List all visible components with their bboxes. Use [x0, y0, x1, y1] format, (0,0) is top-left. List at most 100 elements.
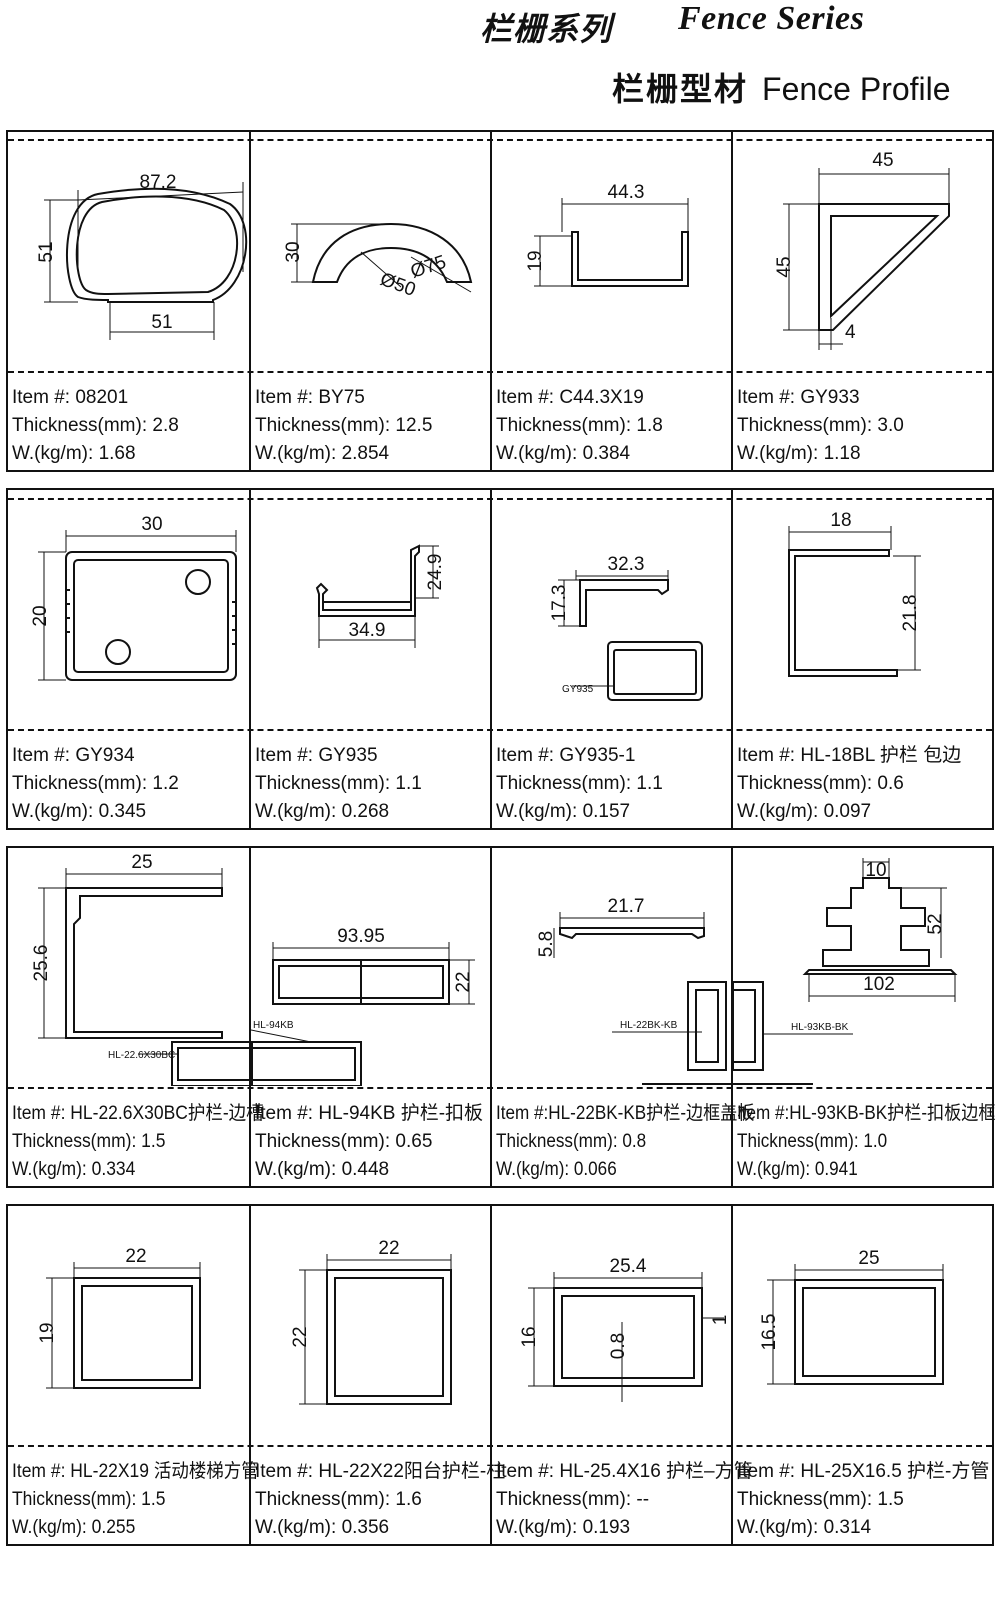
spec-thickness: Thickness(mm): 1.5 [12, 1131, 166, 1152]
thickness-value: 1.5 [141, 1489, 166, 1510]
spec-item: Item #: GY935-1 [496, 745, 636, 766]
dim-label: 5.8 [536, 931, 557, 957]
product-card-gy935: 24.9 34.9 Item #: GY935 Thickness(mm): 1… [249, 490, 496, 828]
spec-block: Item #: BY75 Thickness(mm): 12.5 W.(kg/m… [255, 384, 494, 468]
spec-thickness: Thickness(mm): 3.0 [737, 415, 904, 436]
profile-drawing-gy934: 30 20 [8, 490, 255, 728]
spec-thickness: Thickness(mm): -- [496, 1489, 650, 1510]
spec-weight: W.(kg/m): 0.384 [496, 443, 631, 464]
dim-label: 30 [141, 514, 162, 535]
spec-weight: W.(kg/m): 0.448 [255, 1159, 390, 1180]
dash-line [8, 498, 992, 500]
spec-item: Item #: HL-22.6X30BC护栏-边槽 [12, 1103, 264, 1124]
weight-value: 1.68 [98, 443, 136, 464]
spec-weight: W.(kg/m): 0.314 [737, 1517, 872, 1538]
spec-thickness: Thickness(mm): 2.8 [12, 415, 179, 436]
dim-label: 25.4 [610, 1256, 647, 1277]
product-card-hl-25-4x16: 25.4 16 0.8 1 Item #: HL-25.4X16 护栏–方管 T… [490, 1206, 753, 1544]
thickness-value: 0.6 [877, 773, 904, 794]
spec-block: Item #:HL-22BK-KB护栏-边框盖板 Thickness(mm): … [496, 1100, 755, 1184]
thickness-value: 0.65 [395, 1131, 433, 1152]
dim-label: 24.9 [425, 554, 446, 591]
thickness-value: 1.0 [863, 1131, 888, 1152]
spec-block: Item #:HL-93KB-BK护栏-扣板边框 Thickness(mm): … [737, 1100, 995, 1184]
spec-item: Item #: GY933 [737, 387, 860, 408]
item-number: HL-22BK-KB护栏-边框盖板 [548, 1103, 755, 1124]
spec-block: Item #: GY934 Thickness(mm): 1.2 W.(kg/m… [12, 742, 253, 826]
spec-thickness: Thickness(mm): 1.5 [12, 1489, 166, 1510]
dim-label: 21.7 [608, 896, 645, 917]
dim-label: 18 [830, 510, 851, 531]
dim-label: 17.3 [549, 585, 570, 622]
weight-value: 0.314 [823, 1517, 872, 1538]
product-row-3: 25 25.6 HL-22.6X30BC Item #: HL-22.6X30B… [6, 846, 995, 1188]
thickness-value: 12.5 [395, 415, 433, 436]
spec-thickness: Thickness(mm): 1.6 [255, 1489, 422, 1510]
product-row-2: 30 20 Item #: GY934 Thickness(mm): 1.2 W… [6, 488, 994, 830]
dim-label: 45 [774, 256, 795, 277]
spec-item: Item #: HL-25X16.5 护栏-方管 [737, 1461, 990, 1482]
dash-line [8, 729, 992, 731]
dim-label: 25 [131, 852, 152, 873]
thickness-value: 1.2 [152, 773, 179, 794]
spec-block: Item #: GY933 Thickness(mm): 3.0 W.(kg/m… [737, 384, 976, 468]
product-card-hl-94kb: 93.95 22 HL-94KB Item #: HL-94KB 护栏-扣板 T… [249, 848, 496, 1186]
spec-item: Item #: HL-94KB 护栏-扣板 [255, 1103, 484, 1124]
item-number: HL-22X22阳台护栏-柱 [318, 1461, 506, 1482]
thickness-value: 1.1 [636, 773, 663, 794]
product-card-hl-22x22: 22 22 Item #: HL-22X22阳台护栏-柱 Thickness(m… [249, 1206, 505, 1544]
profile-title-cn: 栏栅型材 [612, 70, 749, 108]
profile-drawing-by75: 30 Ø50 Ø75 [251, 132, 496, 370]
callout-label: HL-94KB [253, 1020, 294, 1031]
spec-weight: W.(kg/m): 0.157 [496, 801, 631, 822]
item-number: HL-22X19 活动楼梯方管 [70, 1461, 259, 1482]
thickness-value: 2.8 [152, 415, 179, 436]
spec-weight: W.(kg/m): 1.68 [12, 443, 136, 464]
item-number: HL-25X16.5 护栏-方管 [800, 1461, 990, 1482]
profile-drawing-hl-22bk-kb: 21.7 5.8 HL-22BK-KB [492, 848, 737, 1086]
spec-weight: W.(kg/m): 0.193 [496, 1517, 631, 1538]
weight-value: 0.384 [582, 443, 631, 464]
dim-label: 22 [453, 971, 474, 992]
dim-label: 10 [865, 860, 886, 881]
thickness-value: -- [636, 1489, 650, 1510]
product-card-c44-3x19: 44.3 19 Item #: C44.3X19 Thickness(mm): … [490, 132, 737, 470]
profile-drawing-hl-22x19: 22 19 [8, 1206, 255, 1444]
spec-thickness: Thickness(mm): 1.2 [12, 773, 179, 794]
item-number: HL-18BL 护栏 包边 [800, 745, 962, 766]
item-number: GY935-1 [559, 745, 636, 766]
dash-line [8, 1087, 992, 1089]
thickness-value: 1.8 [636, 415, 663, 436]
product-card-gy934: 30 20 Item #: GY934 Thickness(mm): 1.2 W… [8, 490, 255, 828]
spec-thickness: Thickness(mm): 1.8 [496, 415, 663, 436]
dim-label: 87.2 [140, 172, 177, 193]
item-number: BY75 [318, 387, 365, 408]
product-card-hl-22bk-kb: 21.7 5.8 HL-22BK-KB Item #:HL-22BK-KB护栏-… [490, 848, 755, 1186]
product-card-by75: 30 Ø50 Ø75 Item #: BY75 Thickness(mm): 1… [249, 132, 496, 470]
dim-label: 51 [36, 241, 57, 262]
dim-label: 19 [525, 250, 546, 271]
item-number: HL-94KB 护栏-扣板 [318, 1103, 484, 1124]
dim-label: 22 [290, 1326, 311, 1347]
product-card-gy935-1: 32.3 17.3 GY935 Item #: GY935-1 Thicknes… [490, 490, 737, 828]
spec-weight: W.(kg/m): 1.18 [737, 443, 861, 464]
weight-value: 0.193 [582, 1517, 631, 1538]
dim-label: 1 [710, 1315, 731, 1326]
spec-block: Item #: 08201 Thickness(mm): 2.8 W.(kg/m… [12, 384, 253, 468]
weight-value: 0.268 [341, 801, 390, 822]
item-number: GY933 [800, 387, 860, 408]
dim-label: 25 [858, 1248, 879, 1269]
series-title-cn: 栏栅系列 [480, 10, 613, 48]
weight-value: 2.854 [341, 443, 390, 464]
spec-item: Item #:HL-22BK-KB护栏-边框盖板 [496, 1103, 755, 1124]
dim-label: 30 [283, 241, 304, 262]
weight-value: 0.334 [91, 1159, 136, 1180]
profile-drawing-gy933: 45 45 4 [733, 132, 978, 370]
thickness-value: 1.1 [395, 773, 422, 794]
spec-block: Item #: HL-18BL 护栏 包边 Thickness(mm): 0.6… [737, 742, 976, 826]
spec-weight: W.(kg/m): 0.941 [737, 1159, 858, 1180]
profile-drawing-08201: 87.2 51 51 [8, 132, 255, 370]
item-number: GY934 [75, 745, 135, 766]
weight-value: 0.157 [582, 801, 631, 822]
